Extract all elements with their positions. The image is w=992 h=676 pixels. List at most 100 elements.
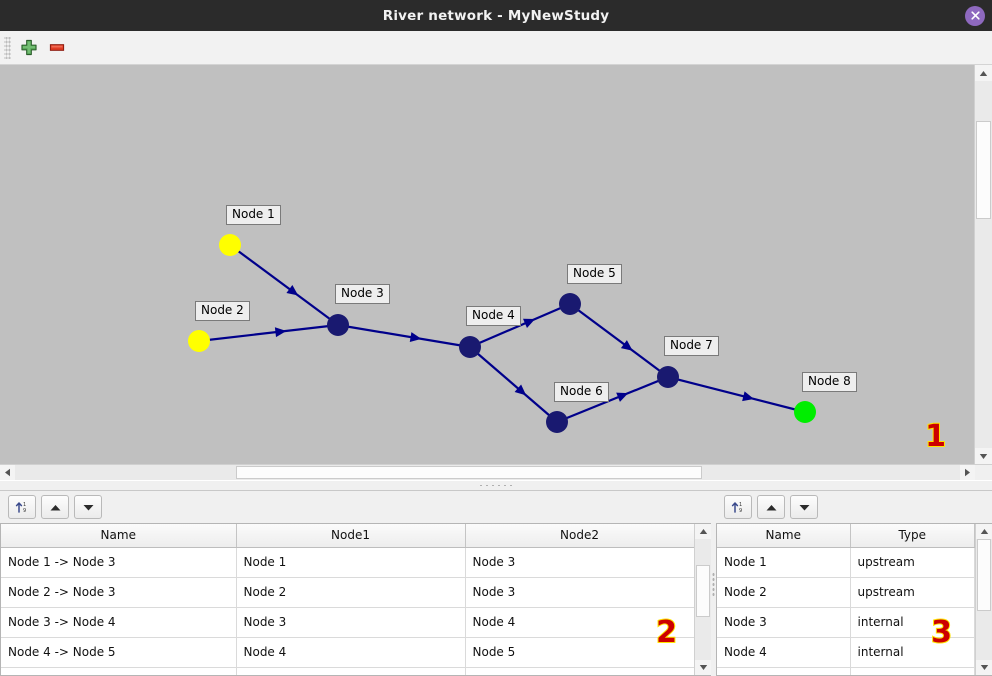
links-table-row-cell[interactable]: Node 3 — [465, 577, 694, 608]
close-icon[interactable] — [965, 5, 985, 26]
graph-vscroll-thumb[interactable] — [976, 121, 991, 219]
graph-node-label-n1[interactable]: Node 1 — [226, 205, 281, 225]
nodes-table-row-cell[interactable]: internal — [850, 637, 975, 668]
nodes-table-vscroll-track[interactable] — [976, 539, 992, 660]
graph-edge[interactable] — [198, 323, 339, 343]
arrow-up-icon[interactable] — [41, 495, 69, 519]
nodes-table-vertical-scrollbar[interactable] — [975, 524, 992, 675]
nodes-table-row-cell[interactable]: Node 3 — [717, 607, 851, 638]
tables-area: 1 9 Name — [0, 491, 992, 676]
scroll-right-arrow-icon[interactable] — [960, 465, 975, 480]
graph-edge[interactable] — [556, 375, 669, 424]
nodes-table-toolbar: 1 9 — [716, 491, 992, 523]
nodes-table-row-cell[interactable]: internal — [850, 607, 975, 638]
arrow-down-icon[interactable] — [790, 495, 818, 519]
graph-hscroll-track[interactable] — [15, 465, 960, 480]
sort-icon[interactable]: 1 9 — [8, 495, 36, 519]
links-table-row-cell[interactable]: Node 5 — [465, 637, 694, 668]
arrow-up-icon[interactable] — [757, 495, 785, 519]
links-table-vscroll-thumb[interactable] — [696, 565, 710, 617]
links-table-row-cell[interactable]: Node 4 -> Node 5 — [1, 637, 237, 668]
scroll-down-arrow-icon[interactable] — [975, 448, 992, 464]
add-plus-icon[interactable] — [15, 34, 43, 62]
graph-edge[interactable] — [229, 244, 339, 326]
graph-horizontal-scrollbar[interactable] — [0, 465, 975, 480]
graph-node-n5[interactable] — [559, 293, 581, 315]
graph-node-n1[interactable] — [219, 234, 241, 256]
links-table-row-cell[interactable]: Node 2 -> Node 3 — [1, 577, 237, 608]
graph-node-n8[interactable] — [794, 401, 816, 423]
graph-node-label-n8[interactable]: Node 8 — [802, 372, 857, 392]
arrow-down-icon[interactable] — [74, 495, 102, 519]
links-column-header-name[interactable]: Name — [1, 524, 237, 548]
graph-node-n6[interactable] — [546, 411, 568, 433]
nodes-column-header-name[interactable]: Name — [717, 524, 851, 548]
links-table-row-cell[interactable]: Node 3 -> Node 4 — [1, 607, 237, 638]
sort-icon[interactable]: 1 9 — [724, 495, 752, 519]
links-table-row-cell[interactable]: Node 2 — [236, 577, 466, 608]
nodes-column-header-type[interactable]: Type — [850, 524, 975, 548]
graph-node-n2[interactable] — [188, 330, 210, 352]
links-table-row-cell[interactable]: Node 1 -> Node 3 — [1, 547, 237, 578]
window-title: River network - MyNewStudy — [382, 7, 610, 24]
nodes-table-row-cell[interactable]: Node 4 — [717, 637, 851, 668]
graph-node-label-n2[interactable]: Node 2 — [195, 301, 250, 321]
graph-hscroll-thumb[interactable] — [236, 466, 702, 479]
graph-vscroll-track[interactable] — [975, 81, 992, 448]
scroll-up-arrow-icon[interactable] — [975, 65, 992, 81]
graph-node-label-n7[interactable]: Node 7 — [664, 336, 719, 356]
links-table-row-cell[interactable]: Node 3 — [236, 607, 466, 638]
links-table-row-cell[interactable]: Node 4 — [236, 637, 466, 668]
graph-edge[interactable] — [337, 323, 471, 349]
links-table-vscroll-track[interactable] — [695, 539, 711, 660]
links-table-row-cell[interactable]: Node 1 — [236, 547, 466, 578]
horizontal-splitter[interactable] — [0, 480, 992, 491]
scroll-down-arrow-icon[interactable] — [976, 660, 992, 675]
nodes-table-row-cell[interactable]: Node 1 — [717, 547, 851, 578]
nodes-table-vscroll-thumb[interactable] — [977, 539, 991, 611]
graph-node-n7[interactable] — [657, 366, 679, 388]
links-table-row-cell[interactable]: Node 4 — [465, 607, 694, 638]
scroll-up-arrow-icon[interactable] — [976, 524, 992, 539]
scroll-up-arrow-icon[interactable] — [695, 524, 711, 539]
scroll-left-arrow-icon[interactable] — [0, 465, 15, 480]
graph-node-label-n6[interactable]: Node 6 — [554, 382, 609, 402]
graph-edge[interactable] — [569, 303, 669, 378]
graph-edge[interactable] — [469, 346, 558, 423]
graph-node-label-n5[interactable]: Node 5 — [567, 264, 622, 284]
nodes-table-row-cell[interactable]: Node 2 — [717, 577, 851, 608]
links-table-vertical-scrollbar[interactable] — [694, 524, 711, 675]
graph-node-n4[interactable] — [459, 336, 481, 358]
nodes-table-row-cell[interactable]: upstream — [850, 547, 975, 578]
remove-minus-icon[interactable] — [43, 34, 71, 62]
toolbar-drag-handle[interactable] — [4, 36, 11, 59]
graph-vertical-scrollbar[interactable] — [974, 65, 992, 464]
scroll-down-arrow-icon[interactable] — [695, 660, 711, 675]
links-column-header-node2[interactable]: Node2 — [465, 524, 694, 548]
graph-node-label-n4[interactable]: Node 4 — [466, 306, 521, 326]
graph-node-label-n3[interactable]: Node 3 — [335, 284, 390, 304]
nodes-table-row-cell[interactable]: upstream — [850, 577, 975, 608]
graph-node-n3[interactable] — [327, 314, 349, 336]
vertical-splitter[interactable] — [711, 491, 716, 676]
links-column-header-node1[interactable]: Node1 — [236, 524, 466, 548]
empty-cell — [465, 667, 694, 675]
graph-edge[interactable] — [667, 375, 806, 414]
links-table-row-cell[interactable]: Node 3 — [465, 547, 694, 578]
